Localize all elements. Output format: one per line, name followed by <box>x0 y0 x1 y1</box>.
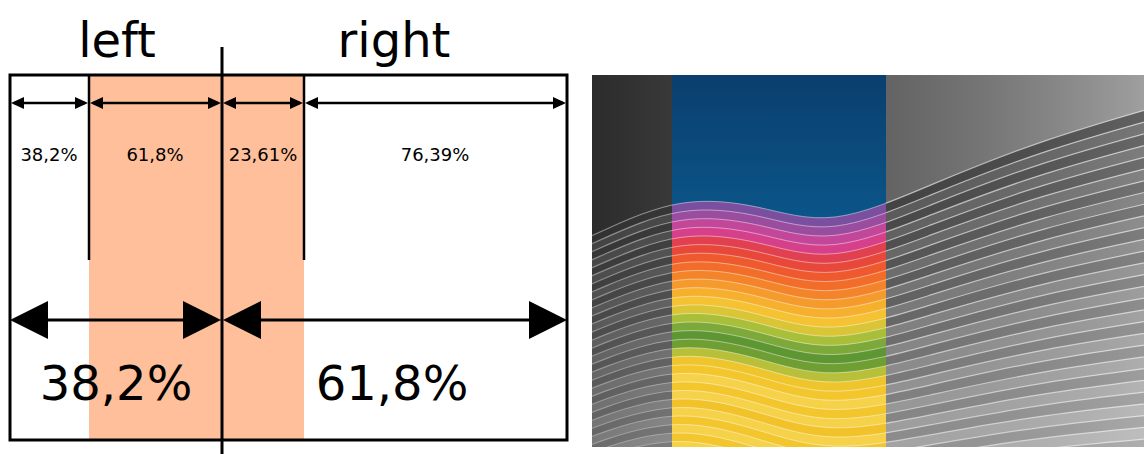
color-wave <box>672 352 886 447</box>
color-wave <box>672 148 886 447</box>
color-wave <box>672 124 886 447</box>
color-wave <box>672 388 886 447</box>
color-waves <box>672 75 886 447</box>
color-wave <box>672 292 886 447</box>
color-wave <box>672 316 886 447</box>
color-wave <box>672 136 886 447</box>
color-wave <box>672 436 886 447</box>
color-wave <box>672 400 886 447</box>
highlight-band <box>222 75 304 440</box>
color-wave <box>672 220 886 447</box>
frame <box>10 75 567 440</box>
color-wave <box>672 100 886 447</box>
small-dimension-arrows <box>11 97 566 109</box>
color-wave <box>672 196 886 447</box>
color-wave <box>672 208 886 447</box>
color-wave <box>672 184 886 447</box>
color-wave <box>672 280 886 447</box>
tick-line <box>88 75 91 260</box>
dimension-label: 61,8% <box>126 146 183 164</box>
grey-waves <box>592 75 1144 447</box>
dimension-label: 38,2% <box>20 146 77 164</box>
color-wave <box>672 112 886 447</box>
color-wave <box>672 172 886 447</box>
divider-line <box>221 47 224 454</box>
color-wave <box>672 244 886 447</box>
color-wave <box>672 160 886 447</box>
color-wave <box>672 256 886 447</box>
color-wave <box>672 376 886 447</box>
color-wave <box>672 340 886 447</box>
ratio-label: 38,2% <box>40 359 192 407</box>
color-wave <box>672 328 886 447</box>
dimension-label: 76,39% <box>401 146 470 164</box>
large-dimension-arrows <box>10 301 567 339</box>
color-wave <box>672 412 886 447</box>
color-wave <box>672 304 886 447</box>
color-wave <box>672 364 886 447</box>
color-wave <box>672 232 886 447</box>
side-heading: right <box>338 16 451 64</box>
ratio-label: 61,8% <box>316 359 468 407</box>
color-wave <box>672 268 886 447</box>
tick-line <box>303 75 306 260</box>
dimension-label: 23,61% <box>229 146 298 164</box>
side-heading: left <box>78 16 156 64</box>
